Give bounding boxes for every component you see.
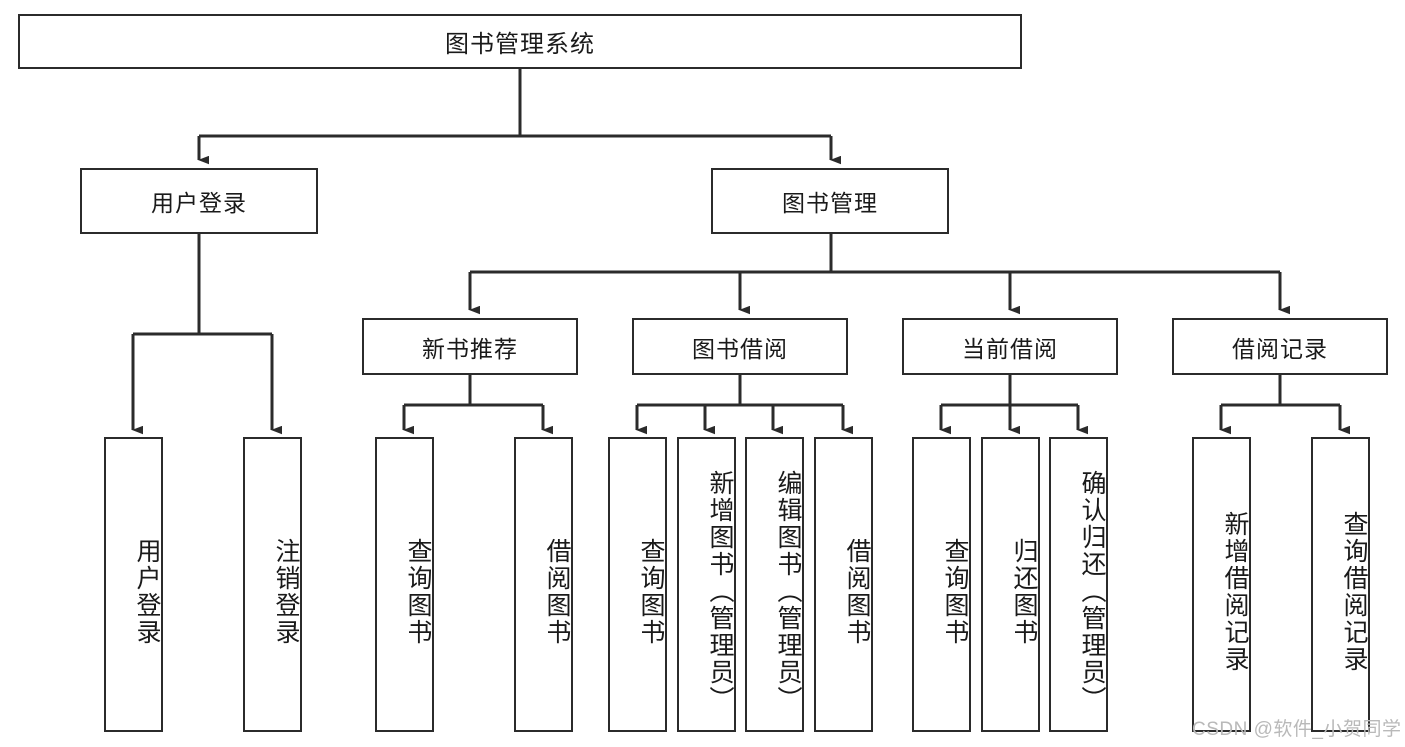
node-label: 图书借阅 bbox=[692, 335, 788, 362]
node-label: 借阅记录 bbox=[1232, 335, 1328, 362]
node-label: 借阅图书 bbox=[843, 537, 871, 646]
leaf-borrow-borrow-book[interactable]: 借阅图书 bbox=[814, 437, 873, 732]
node-label: 借阅图书 bbox=[543, 537, 571, 646]
leaf-record-query-record[interactable]: 查询借阅记录 bbox=[1311, 437, 1370, 732]
node-label: 查询图书 bbox=[404, 537, 432, 646]
leaf-current-query-book[interactable]: 查询图书 bbox=[912, 437, 971, 732]
node-label: 图书管理系统 bbox=[445, 31, 595, 58]
node-label: 新增图书（管理员） bbox=[706, 470, 734, 713]
node-user-login[interactable]: 用户登录 bbox=[80, 168, 318, 234]
node-label: 图书管理 bbox=[782, 190, 878, 216]
leaf-current-return-book[interactable]: 归还图书 bbox=[981, 437, 1040, 732]
leaf-borrow-edit-book[interactable]: 编辑图书（管理员） bbox=[745, 437, 804, 732]
node-root-system[interactable]: 图书管理系统 bbox=[18, 14, 1022, 69]
node-label: 确认归还（管理员） bbox=[1078, 470, 1106, 713]
node-label: 查询图书 bbox=[637, 537, 665, 646]
node-label: 归还图书 bbox=[1010, 537, 1038, 646]
csdn-watermark: CSDN @软件_小贺同学 bbox=[1192, 719, 1402, 740]
node-label: 注销登录 bbox=[272, 537, 300, 646]
node-label: 查询图书 bbox=[941, 537, 969, 646]
leaf-borrow-add-book[interactable]: 新增图书（管理员） bbox=[677, 437, 736, 732]
node-book-management[interactable]: 图书管理 bbox=[711, 168, 949, 234]
leaf-recommend-query-book[interactable]: 查询图书 bbox=[375, 437, 434, 732]
node-label: 新增借阅记录 bbox=[1221, 510, 1249, 673]
node-borrow-record[interactable]: 借阅记录 bbox=[1172, 318, 1388, 375]
node-label: 编辑图书（管理员） bbox=[774, 470, 802, 713]
node-label: 用户登录 bbox=[151, 190, 247, 216]
leaf-user-login-login[interactable]: 用户登录 bbox=[104, 437, 163, 732]
node-current-borrow[interactable]: 当前借阅 bbox=[902, 318, 1118, 375]
leaf-record-add-record[interactable]: 新增借阅记录 bbox=[1192, 437, 1251, 732]
node-label: 查询借阅记录 bbox=[1340, 510, 1368, 673]
leaf-borrow-query-book[interactable]: 查询图书 bbox=[608, 437, 667, 732]
node-label: 当前借阅 bbox=[962, 335, 1058, 362]
leaf-user-login-logout[interactable]: 注销登录 bbox=[243, 437, 302, 732]
node-book-borrow[interactable]: 图书借阅 bbox=[632, 318, 848, 375]
node-label: 新书推荐 bbox=[422, 335, 518, 362]
node-new-book-recommend[interactable]: 新书推荐 bbox=[362, 318, 578, 375]
leaf-current-confirm-return[interactable]: 确认归还（管理员） bbox=[1049, 437, 1108, 732]
node-label: 用户登录 bbox=[133, 537, 161, 646]
leaf-recommend-borrow-book[interactable]: 借阅图书 bbox=[514, 437, 573, 732]
